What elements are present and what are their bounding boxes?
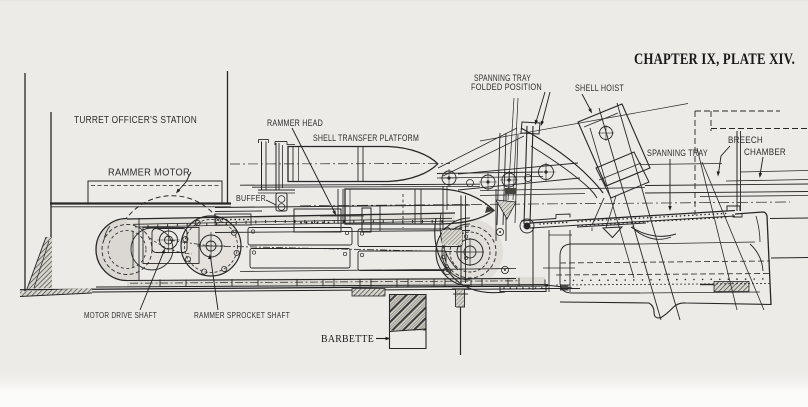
svg-text:RAMMER HEAD: RAMMER HEAD [267,118,323,129]
svg-text:MOTOR DRIVE SHAFT: MOTOR DRIVE SHAFT [84,310,157,320]
svg-text:SPANNING TRAY: SPANNING TRAY [474,73,531,83]
svg-text:TURRET OFFICER’S STATION: TURRET OFFICER’S STATION [74,114,197,126]
svg-text:BREECH: BREECH [728,135,763,146]
svg-text:RAMMER MOTOR: RAMMER MOTOR [108,168,190,179]
svg-text:SHELL TRANSFER PLATFORM: SHELL TRANSFER PLATFORM [313,133,419,144]
svg-text:BARBETTE: BARBETTE [321,334,374,345]
svg-text:BUFFER: BUFFER [236,193,266,203]
svg-text:SHELL HOIST: SHELL HOIST [575,83,624,93]
svg-text:SPANNING TRAY: SPANNING TRAY [647,148,708,158]
svg-text:FOLDED POSITION: FOLDED POSITION [471,82,542,92]
svg-text:RAMMER SPROCKET SHAFT: RAMMER SPROCKET SHAFT [194,310,290,320]
svg-text:CHAPTER IX, PLATE XIV.: CHAPTER IX, PLATE XIV. [634,51,795,68]
svg-text:CHAMBER: CHAMBER [744,147,786,157]
